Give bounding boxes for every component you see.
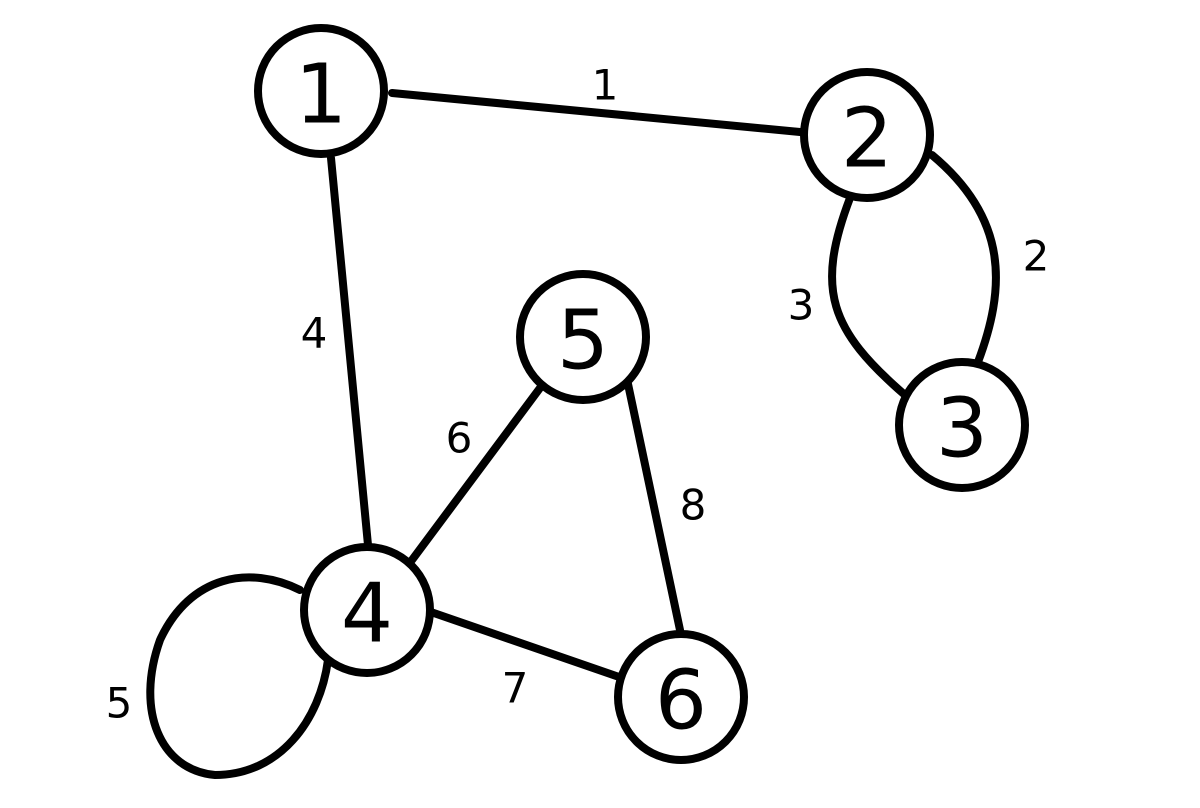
nodes: 1 2 3 4 5 6 [254,24,1029,764]
node-4-label: 4 [341,567,393,662]
node-5-circle [516,270,650,404]
node-6-label: 6 [655,654,707,749]
edge-label-5: 5 [106,679,133,728]
edge-labels: 1 2 3 4 5 6 7 8 [106,61,1050,728]
edge-2-3-right [928,151,1000,366]
node-1: 1 [254,24,388,158]
edge-4-6 [424,607,626,682]
node-1-label: 1 [295,48,347,143]
node-3-circle [895,358,1029,492]
node-4: 4 [300,543,434,677]
edge-1-2 [388,89,804,136]
node-3: 3 [895,358,1029,492]
edge-label-4: 4 [301,309,328,358]
node-5: 5 [516,270,650,404]
edge-2-3-left [828,194,909,399]
edge-label-7: 7 [502,664,529,713]
node-6: 6 [614,630,748,764]
edge-label-3: 3 [788,281,815,330]
node-4-circle [300,543,434,677]
node-2: 2 [800,68,934,202]
edge-4-5 [408,384,544,564]
node-5-label: 5 [557,294,609,389]
edge-label-6: 6 [446,414,473,463]
edge-5-6 [624,380,684,634]
node-2-label: 2 [841,92,893,187]
node-2-circle [800,68,934,202]
node-3-label: 3 [936,382,988,477]
edge-1-4 [327,154,372,549]
edge-label-8: 8 [680,481,707,530]
node-1-circle [254,24,388,158]
edge-label-2: 2 [1023,232,1050,281]
edges [146,89,1000,780]
edge-4-loop [146,573,332,780]
edge-label-1: 1 [592,61,619,110]
node-6-circle [614,630,748,764]
